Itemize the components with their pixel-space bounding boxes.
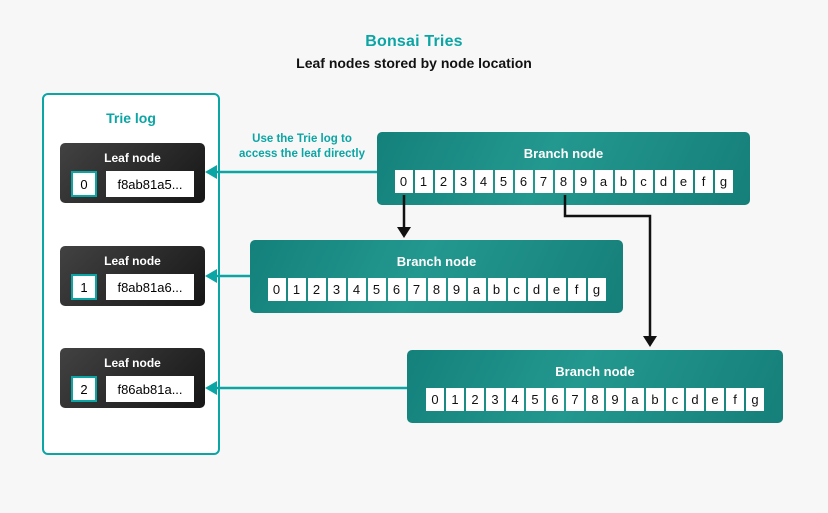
branch-cell-4: 4: [506, 388, 524, 411]
branch-cell-5: 5: [367, 278, 386, 301]
leaf-node-row: 0 f8ab81a5...: [60, 171, 205, 197]
leaf-node-label: Leaf node: [104, 356, 161, 370]
leaf-node-card-1: Leaf node 1 f8ab81a6...: [60, 246, 205, 306]
trie-log-panel: Trie log Leaf node 0 f8ab81a5... Leaf no…: [42, 93, 220, 455]
branch-cell-b: b: [646, 388, 664, 411]
branch-cell-g: g: [746, 388, 764, 411]
leaf-index-box: 1: [71, 274, 97, 300]
leaf-hash-box: f8ab81a6...: [106, 274, 194, 300]
arrow-branch1-to-leaf0: [205, 165, 377, 179]
branch-cell-e: e: [547, 278, 566, 301]
branch-cell-7: 7: [534, 170, 553, 193]
branch-cell-e: e: [706, 388, 724, 411]
branch-cell-a: a: [467, 278, 486, 301]
leaf-index-box: 0: [71, 171, 97, 197]
leaf-node-label: Leaf node: [104, 151, 161, 165]
branch-cell-6: 6: [514, 170, 533, 193]
branch-cell-6: 6: [546, 388, 564, 411]
branch-cell-1: 1: [287, 278, 306, 301]
branch-cell-4: 4: [474, 170, 493, 193]
trie-log-title: Trie log: [106, 110, 156, 126]
leaf-node-row: 2 f86ab81a...: [60, 376, 205, 402]
branch-cell-6: 6: [387, 278, 406, 301]
branch-cell-a: a: [594, 170, 613, 193]
branch-node-label: Branch node: [396, 254, 477, 269]
leaf-hash-box: f8ab81a5...: [106, 171, 194, 197]
page-subtitle: Leaf nodes stored by node location: [296, 55, 532, 71]
page-title: Bonsai Tries: [365, 33, 463, 50]
branch-cell-d: d: [654, 170, 673, 193]
branch-cell-f: f: [694, 170, 713, 193]
branch-cell-2: 2: [466, 388, 484, 411]
branch-cell-c: c: [666, 388, 684, 411]
branch-cell-5: 5: [526, 388, 544, 411]
branch-cell-a: a: [626, 388, 644, 411]
branch-cell-d: d: [527, 278, 546, 301]
branch-cell-4: 4: [347, 278, 366, 301]
branch-cell-b: b: [614, 170, 633, 193]
branch-cell-0: 0: [426, 388, 444, 411]
branch-cell-b: b: [487, 278, 506, 301]
branch-cell-1: 1: [414, 170, 433, 193]
branch-cell-5: 5: [494, 170, 513, 193]
branch-node-label: Branch node: [555, 364, 635, 379]
diagram-header: Bonsai Tries Leaf nodes stored by node l…: [0, 33, 828, 71]
leaf-node-card-2: Leaf node 2 f86ab81a...: [60, 348, 205, 408]
branch-cell-8: 8: [586, 388, 604, 411]
branch-cell-3: 3: [454, 170, 473, 193]
branch-cell-7: 7: [407, 278, 426, 301]
branch-cell-g: g: [714, 170, 733, 193]
branch-cell-8: 8: [554, 170, 573, 193]
branch-node-label: Branch node: [523, 146, 604, 161]
branch-cell-c: c: [634, 170, 653, 193]
branch-cell-3: 3: [486, 388, 504, 411]
branch-cell-g: g: [587, 278, 606, 301]
branch-cell-9: 9: [606, 388, 624, 411]
branch-cell-1: 1: [446, 388, 464, 411]
branch-cell-d: d: [686, 388, 704, 411]
annotation-line-2: access the leaf directly: [239, 148, 365, 160]
branch-cell-2: 2: [434, 170, 453, 193]
leaf-node-row: 1 f8ab81a6...: [60, 274, 205, 300]
arrow-branch3-to-leaf2: [205, 381, 407, 395]
branch-cell-9: 9: [574, 170, 593, 193]
branch-cell-3: 3: [327, 278, 346, 301]
leaf-node-card-0: Leaf node 0 f8ab81a5...: [60, 143, 205, 203]
leaf-node-label: Leaf node: [104, 254, 161, 268]
branch-cell-7: 7: [566, 388, 584, 411]
branch-cell-e: e: [674, 170, 693, 193]
branch-cell-f: f: [726, 388, 744, 411]
branch-cell-8: 8: [427, 278, 446, 301]
branch-cell-9: 9: [447, 278, 466, 301]
branch-cell-0: 0: [267, 278, 286, 301]
branch-cell-2: 2: [307, 278, 326, 301]
leaf-hash-box: f86ab81a...: [106, 376, 194, 402]
annotation-text: Use the Trie log to access the leaf dire…: [226, 132, 378, 162]
branch-cell-0: 0: [394, 170, 413, 193]
annotation-line-1: Use the Trie log to: [252, 133, 352, 145]
leaf-index-box: 2: [71, 376, 97, 402]
branch-cell-f: f: [567, 278, 586, 301]
branch-cell-c: c: [507, 278, 526, 301]
